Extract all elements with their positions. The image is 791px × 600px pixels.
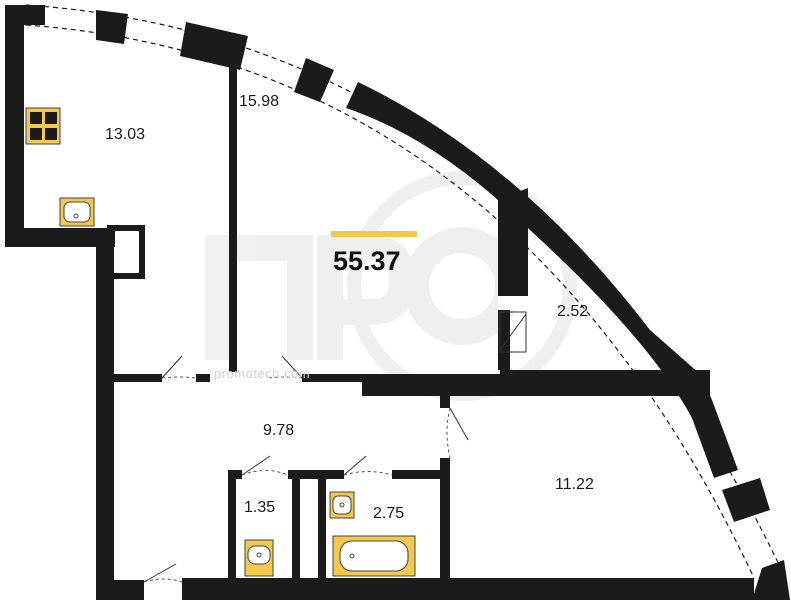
- outer-arc: [25, 4, 785, 579]
- stove-icon: [25, 107, 61, 145]
- watermark-text: promotech.com: [214, 366, 311, 381]
- door-swing-icon: [143, 311, 527, 583]
- room-area-bathroom: 2.75: [373, 505, 405, 522]
- total-area: 55.37: [333, 246, 401, 276]
- bathtub-icon: [332, 535, 416, 577]
- walls: [5, 5, 790, 600]
- sink-icon: [59, 197, 95, 227]
- room-area-hall: 9.78: [263, 422, 295, 439]
- room-area-wc: 1.35: [244, 499, 276, 516]
- toilet-icon: [244, 539, 274, 577]
- room-area-kitchen: 13.03: [105, 126, 146, 143]
- room-area-storage: 2.52: [557, 303, 589, 320]
- washbasin-icon: [329, 491, 355, 519]
- room-area-living: 15.98: [239, 93, 280, 110]
- room-area-bedroom: 11.22: [555, 476, 594, 493]
- total-area-accent-bar: [331, 231, 417, 237]
